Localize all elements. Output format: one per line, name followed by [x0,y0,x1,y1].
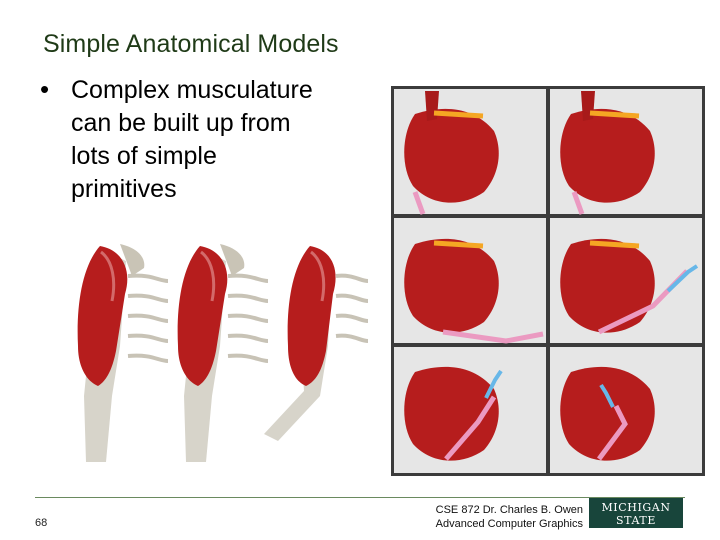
grid-cell-3 [394,218,546,344]
slide-title: Simple Anatomical Models [43,30,339,58]
grid-cell-1 [394,89,546,215]
bullet-text: Complex musculature can be built up from… [71,76,313,203]
credit-line-1: CSE 872 Dr. Charles B. Owen [435,504,583,516]
grid-cell-4 [550,218,702,343]
arm-figure-1 [77,244,169,462]
grid-cell-2 [550,89,702,215]
grid-cell-6 [550,347,702,473]
msu-logo: MICHIGAN STATE UNIVERSITY [589,498,683,536]
arm-muscle-illustration [28,236,368,462]
footer-divider [35,497,685,498]
logo-line-1: MICHIGAN STATE [601,501,671,527]
arm-figure-3 [264,246,368,441]
muscle-pose-grid [391,86,705,476]
credit-line-2: Advanced Computer Graphics [435,518,583,530]
page-number: 68 [35,517,48,529]
arm-figure-2 [177,244,269,462]
logo-line-2: UNIVERSITY [596,527,675,536]
bullet-marker: • [40,74,50,104]
footer-credit: CSE 872 Dr. Charles B. Owen Advanced Com… [436,503,583,531]
grid-cell-5 [394,347,546,473]
